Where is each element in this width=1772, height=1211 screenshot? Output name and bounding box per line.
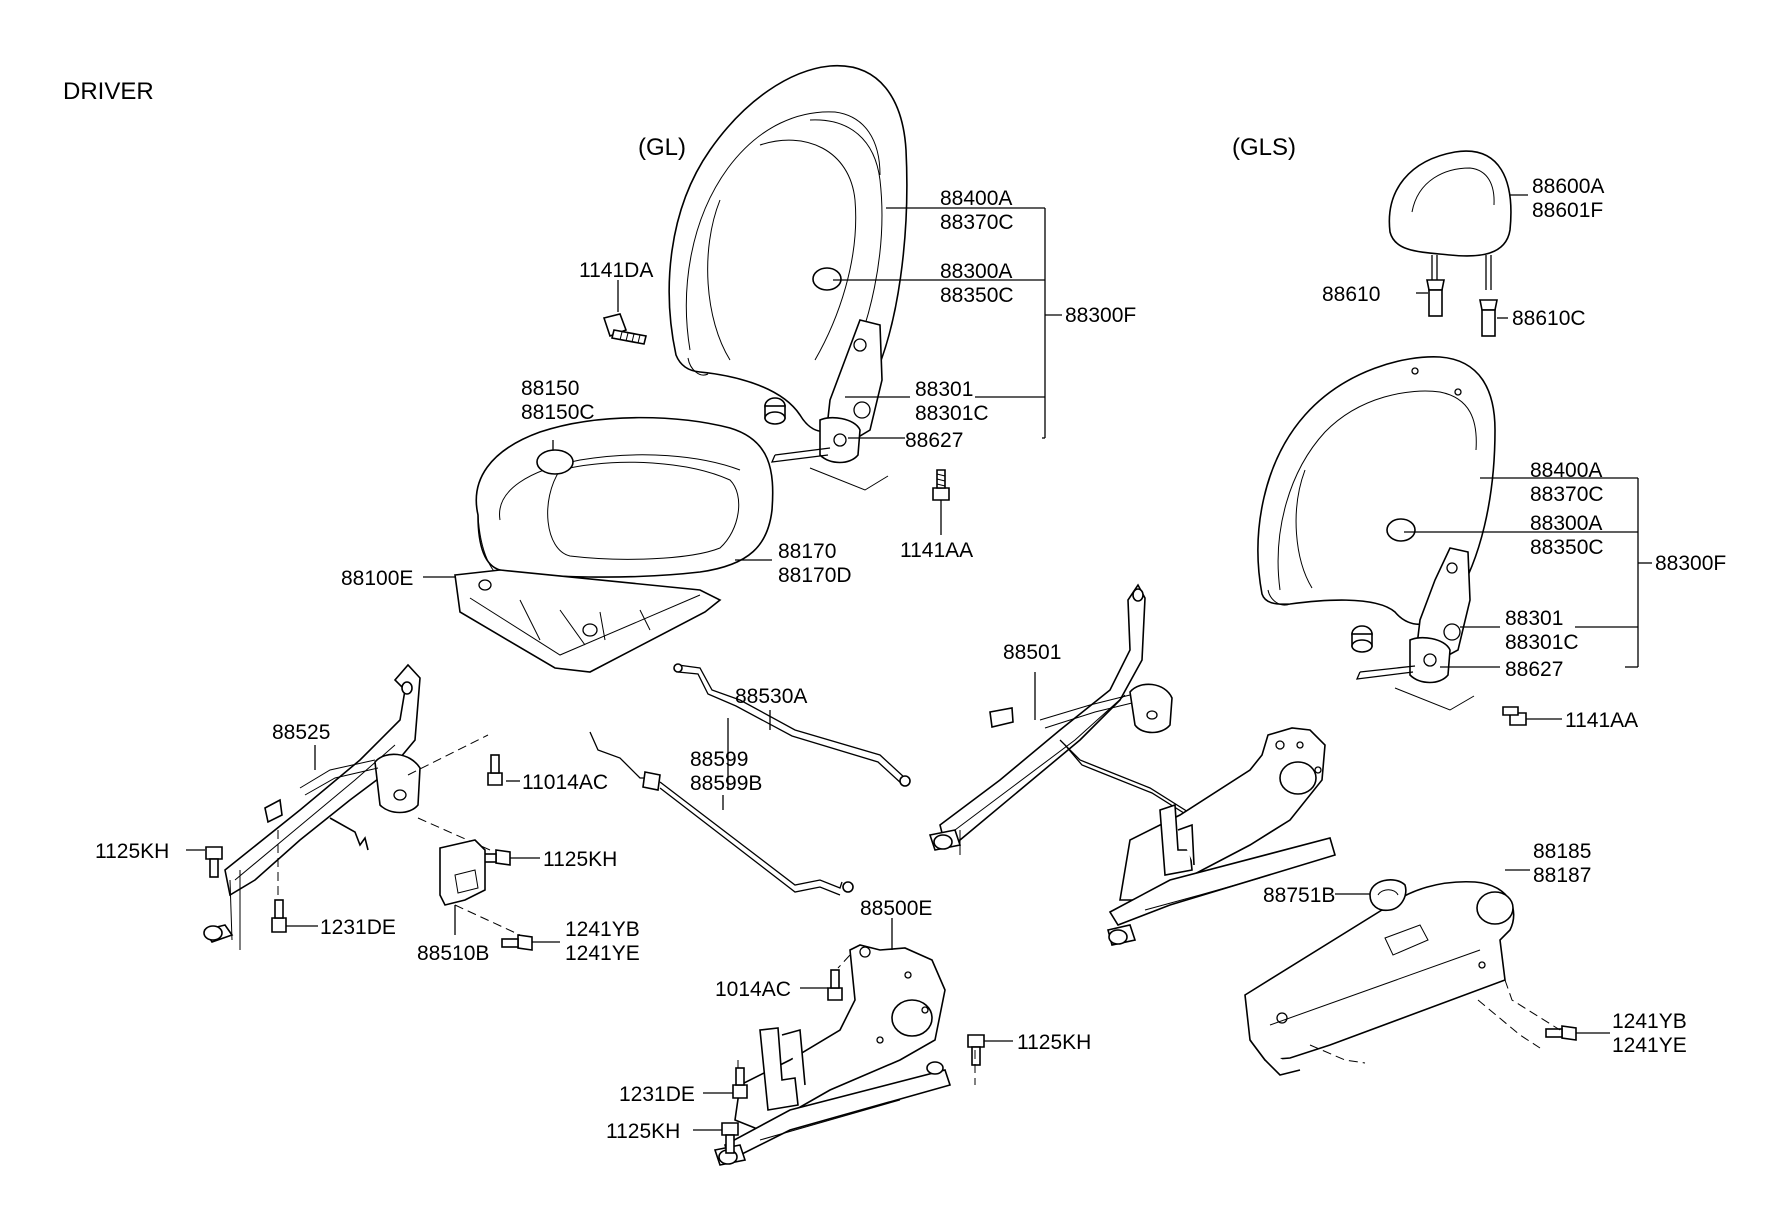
cover-88510B [439, 839, 486, 906]
bolt-1141AA-gl-icon [932, 469, 950, 501]
label-88100E: 88100E [341, 567, 413, 590]
variant-label-gls: (GLS) [1232, 134, 1296, 161]
bolt-1014AC-icon [827, 969, 843, 1001]
gl-seat-back [668, 65, 908, 491]
cable-88599 [589, 731, 854, 896]
label-1014AC: 1014AC [715, 978, 791, 1001]
bolt-1141AA-gls-icon [1502, 706, 1527, 726]
label-88400A-gls: 88400A [1530, 459, 1602, 482]
label-1125KH-b: 1125KH [543, 848, 617, 871]
bolt-1231DE-a-icon [271, 899, 287, 933]
variant-label-gl: (GL) [638, 134, 686, 161]
gls-recliner-knob [1351, 625, 1373, 653]
label-88599: 88599 [690, 748, 748, 771]
riser-88500E [713, 944, 952, 1166]
label-88300A-gls: 88300A [1530, 512, 1602, 535]
headrest-guide-88610-icon [1426, 279, 1445, 317]
label-88599B: 88599B [690, 772, 762, 795]
label-1125KH-a: 1125KH [95, 840, 169, 863]
label-88501: 88501 [1003, 641, 1061, 664]
label-88300F-gl: 88300F [1065, 304, 1136, 327]
label-88300F-gls: 88300F [1655, 552, 1726, 575]
label-88301C-gl: 88301C [915, 402, 989, 425]
bolt-1241YB-b-icon [1545, 1025, 1577, 1041]
bolt-1125KH-a-icon [205, 846, 223, 878]
label-1141DA: 1141DA [579, 259, 653, 282]
part-labels: 1141DA 88400A 88370C 88300A 88350C 88300… [95, 175, 1726, 1143]
gls-headrest [1388, 150, 1512, 290]
label-88610: 88610 [1322, 283, 1380, 306]
label-88150C: 88150C [521, 401, 595, 424]
headrest-guide-88610C-icon [1479, 299, 1498, 337]
gl-recliner-knob [764, 397, 786, 425]
gl-seat-cushion [454, 416, 774, 673]
track-88501 [928, 583, 1223, 856]
label-88187: 88187 [1533, 864, 1591, 887]
label-88301C-gls: 88301C [1505, 631, 1579, 654]
label-88301-gl: 88301 [915, 378, 973, 401]
bolt-1231DE-b-icon [732, 1067, 748, 1099]
bolt-1141DA-icon [602, 313, 647, 345]
label-1125KH-d: 1125KH [606, 1120, 680, 1143]
label-1141AA-gl: 1141AA [900, 539, 973, 562]
label-88751B: 88751B [1263, 884, 1335, 907]
label-88370C-gls: 88370C [1530, 483, 1604, 506]
label-88510B: 88510B [417, 942, 489, 965]
label-88400A-gl: 88400A [940, 187, 1012, 210]
bolt-11014AC-icon [487, 754, 503, 786]
label-88370C-gl: 88370C [940, 211, 1014, 234]
label-88530A: 88530A [735, 685, 807, 708]
label-1141AA-gls: 1141AA [1565, 709, 1638, 732]
riser-right [1107, 727, 1336, 946]
label-88610C: 88610C [1512, 307, 1586, 330]
label-88301-gls: 88301 [1505, 607, 1563, 630]
bolt-1241YB-a-icon [501, 934, 533, 951]
knob-88751B-icon [1369, 879, 1407, 912]
label-11014AC: 11014AC [522, 771, 608, 794]
label-1231DE-a: 1231DE [320, 916, 396, 939]
label-88627-gl: 88627 [905, 429, 963, 452]
label-88350C-gl: 88350C [940, 284, 1014, 307]
label-88500E: 88500E [860, 897, 932, 920]
rod-88530A [673, 663, 911, 787]
diagram-title: DRIVER [63, 78, 154, 105]
label-88627-gls: 88627 [1505, 658, 1563, 681]
label-1241YB-b: 1241YB [1612, 1010, 1687, 1033]
label-1241YE-a: 1241YE [565, 942, 640, 965]
label-88600A: 88600A [1532, 175, 1604, 198]
label-88350C-gls: 88350C [1530, 536, 1604, 559]
bolt-1125KH-c-icon [967, 1034, 985, 1066]
label-88525: 88525 [272, 721, 330, 744]
gls-seat-back [1257, 356, 1496, 711]
label-1231DE-b: 1231DE [619, 1083, 695, 1106]
label-88170: 88170 [778, 540, 836, 563]
track-88525 [203, 663, 421, 950]
label-88300A-gl: 88300A [940, 260, 1012, 283]
side-shield-88185 [1244, 880, 1515, 1076]
label-1241YE-b: 1241YE [1612, 1034, 1687, 1057]
leader-lines [186, 194, 1652, 1131]
label-88601F: 88601F [1532, 199, 1603, 222]
label-88185: 88185 [1533, 840, 1591, 863]
label-88150: 88150 [521, 377, 579, 400]
label-1125KH-c: 1125KH [1017, 1031, 1091, 1054]
label-88170D: 88170D [778, 564, 852, 587]
label-1241YB-a: 1241YB [565, 918, 640, 941]
bolt-1125KH-d-icon [721, 1122, 739, 1154]
